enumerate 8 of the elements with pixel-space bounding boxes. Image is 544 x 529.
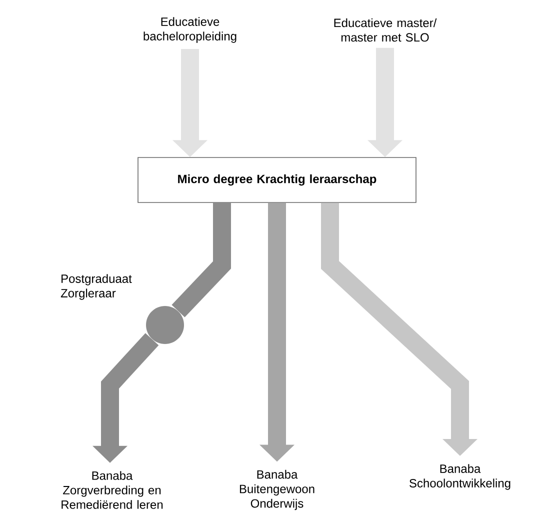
node-label: Banaba Zorgverbreding en Remediërend leren <box>62 471 163 509</box>
node-label: Banaba Buitengewoon Onderwijs <box>240 470 314 510</box>
circle-marker <box>146 306 184 344</box>
node-label: Educatieve master/ master met SLO <box>334 18 437 42</box>
node-label: Banaba Schoolontwikkeling <box>410 464 510 490</box>
node-label: Educatieve bacheloropleiding <box>144 17 236 43</box>
side-label: Postgraduaat Zorgleraar <box>60 274 132 300</box>
process-box: Micro degree Krachtig leraarschap <box>138 157 416 203</box>
